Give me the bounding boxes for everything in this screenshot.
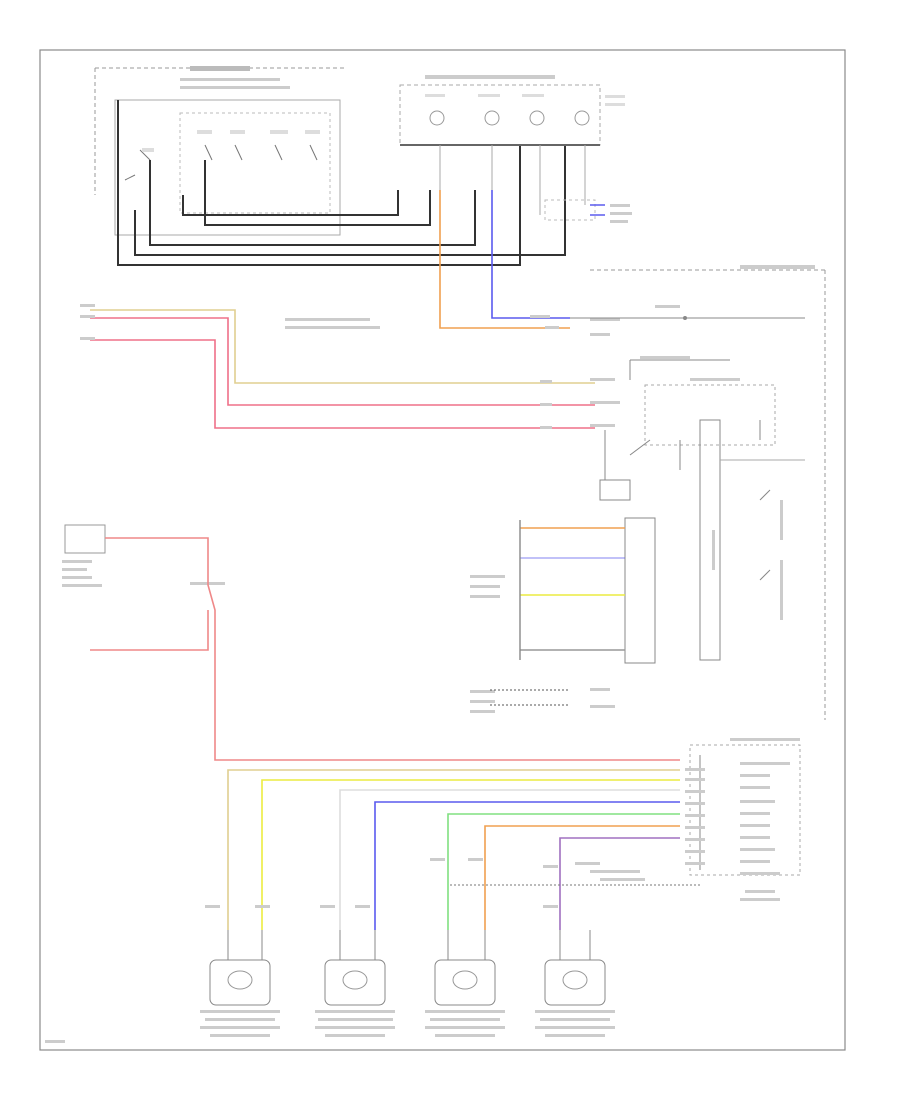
black-wire-loops bbox=[117, 100, 566, 266]
sensor-harness-wires bbox=[227, 769, 700, 930]
red-wire-lower bbox=[90, 610, 209, 651]
footer-ref bbox=[45, 1040, 65, 1043]
sensor-front-left bbox=[200, 930, 280, 1037]
region-boundary bbox=[590, 269, 826, 720]
left-component-box bbox=[64, 524, 106, 554]
gauge-block bbox=[399, 75, 632, 223]
sensor-rear-right bbox=[535, 930, 615, 1037]
sensor-rear-left bbox=[425, 930, 505, 1037]
diagram-frame bbox=[39, 49, 846, 1051]
orange-wire-top bbox=[439, 190, 570, 329]
relay-module bbox=[599, 356, 805, 664]
bottom-connector bbox=[689, 738, 801, 876]
sensor-front-right bbox=[315, 930, 395, 1037]
switch-module-box bbox=[94, 66, 345, 236]
module-input-wires bbox=[519, 520, 625, 660]
left-feed-wires bbox=[90, 309, 595, 429]
switch-contact-icon bbox=[124, 144, 318, 181]
red-wire-main bbox=[105, 537, 680, 761]
